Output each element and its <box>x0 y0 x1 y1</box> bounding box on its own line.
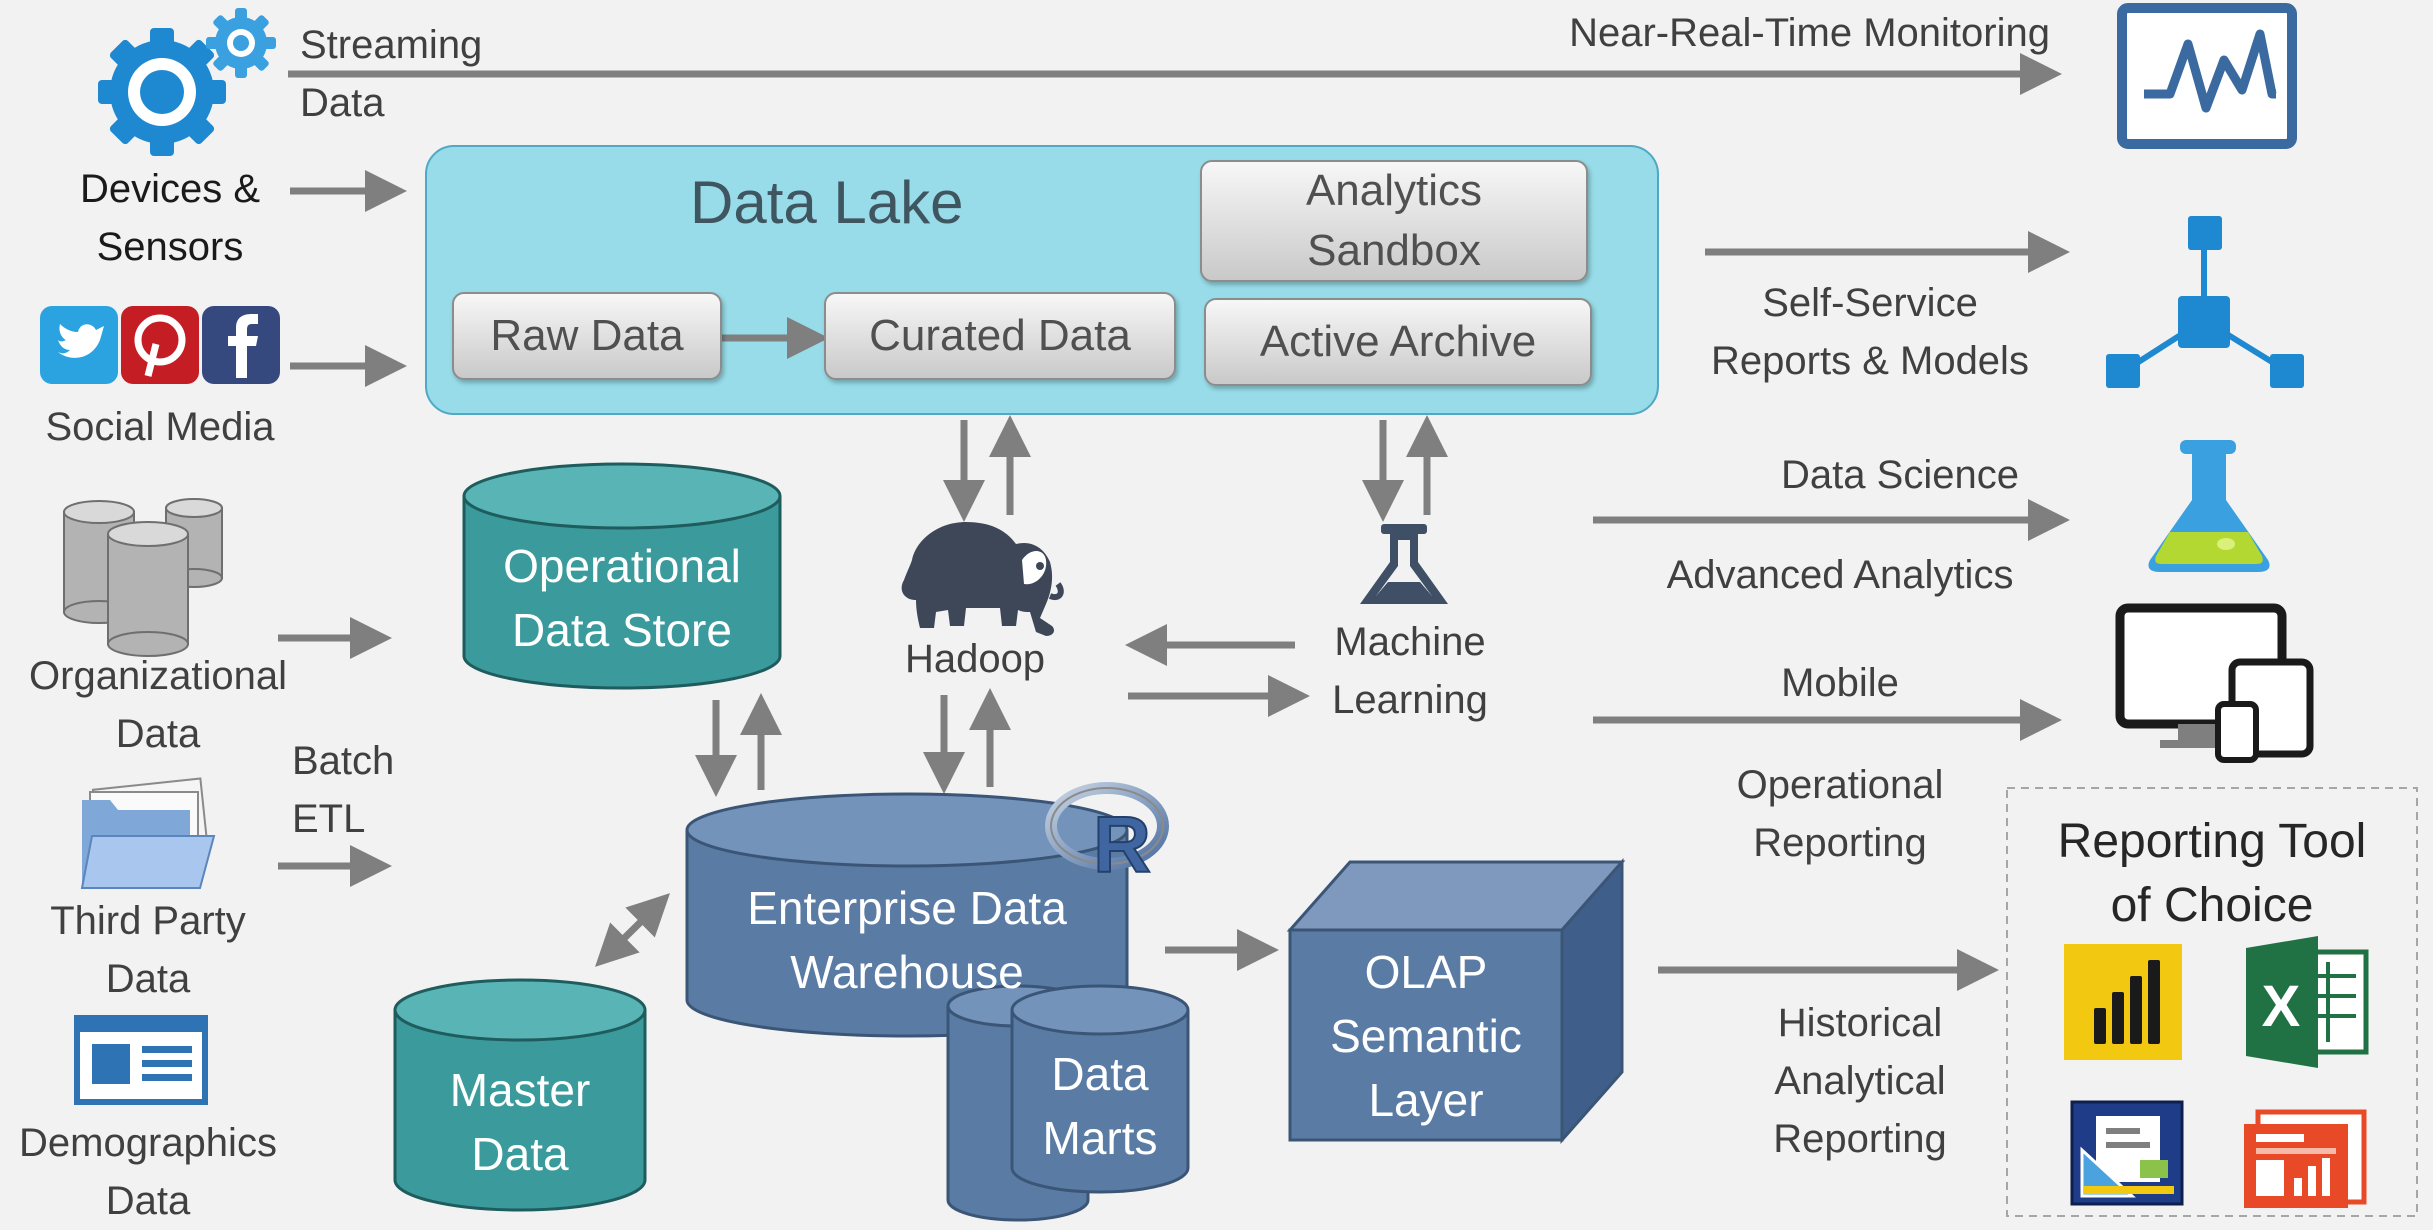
sandbox-line1: Analytics <box>1305 166 1483 215</box>
active-archive-box: Active Archive <box>1204 298 1592 386</box>
label-streaming-data: Streaming Data <box>300 16 482 132</box>
label-streaming-line1: Streaming <box>300 23 483 67</box>
label-historical-reporting: Historical Analytical Reporting <box>1700 994 2020 1168</box>
label-devices-line2: Sensors <box>96 225 244 269</box>
twitter-icon <box>40 306 118 384</box>
label-demographics-data: Demographics Data <box>0 1114 296 1230</box>
olap-label: OLAP Semantic Layer <box>1290 940 1562 1132</box>
tool-title-line2: of Choice <box>2110 879 2314 932</box>
reporting-tool-title: Reporting Tool of Choice <box>2007 810 2417 938</box>
label-streaming-line2: Data <box>300 81 385 125</box>
power-bi-icon <box>2064 944 2182 1060</box>
ods-label: Operational Data Store <box>464 534 780 662</box>
excel-icon: X <box>2246 936 2369 1068</box>
self-service-line2: Reports & Models <box>1711 339 2029 383</box>
curated-data-box: Curated Data <box>824 292 1176 380</box>
flow-arrows <box>278 53 2070 991</box>
flask-icon <box>1360 524 1448 604</box>
label-self-service: Self-Service Reports & Models <box>1670 274 2070 390</box>
master-line1: Master <box>449 1064 591 1116</box>
reporting-tool-box <box>2006 787 2418 1217</box>
olap-cube <box>1286 858 1626 1144</box>
label-data-science: Data Science <box>1781 453 2019 497</box>
label-batch-line2: ETL <box>292 797 366 841</box>
label-advanced-analytics: Advanced Analytics <box>1666 553 2014 597</box>
network-icon <box>2106 216 2304 388</box>
enterprise-data-warehouse-cylinder <box>685 792 1129 1038</box>
olap-line3: Layer <box>1368 1074 1484 1126</box>
data-marts-cylinders <box>946 984 1190 1222</box>
hadoop-label: Hadoop <box>904 637 1046 681</box>
operational-line2: Reporting <box>1753 821 1927 865</box>
marts-line2: Marts <box>1042 1112 1158 1164</box>
powerpoint-report-icon <box>2244 1109 2367 1208</box>
master-data-cylinder <box>393 978 647 1212</box>
ml-line1: Machine <box>1334 620 1486 664</box>
edw-line2: Warehouse <box>790 946 1024 998</box>
demographics-icon <box>74 1015 208 1105</box>
label-org-line1: Organizational <box>29 654 287 698</box>
label-third-party-data: Third Party Data <box>10 892 286 1008</box>
raw-data-box: Raw Data <box>452 292 722 380</box>
machine-learning-label: Machine Learning <box>1300 613 1520 729</box>
label-devices-sensors: Devices & Sensors <box>60 160 280 276</box>
sandbox-line2: Sandbox <box>1307 226 1481 275</box>
ods-line1: Operational <box>503 540 741 592</box>
gear-icon <box>98 8 276 156</box>
pinterest-icon <box>121 306 199 384</box>
label-mobile: Mobile <box>1781 661 1899 705</box>
devices-icon <box>2115 603 2314 763</box>
historical-line1: Historical <box>1777 1001 1943 1045</box>
label-batch-line1: Batch <box>292 739 395 783</box>
edw-label: Enterprise Data Warehouse <box>687 876 1127 1004</box>
master-line2: Data <box>471 1128 569 1180</box>
master-data-label: Master Data <box>395 1058 645 1186</box>
report-builder-icon <box>2070 1100 2184 1206</box>
label-operational-reporting: Operational Reporting <box>1680 756 2000 872</box>
excel-letter: X <box>2262 974 2301 1039</box>
edw-line1: Enterprise Data <box>747 882 1067 934</box>
olap-line2: Semantic <box>1330 1010 1522 1062</box>
label-org-line2: Data <box>115 712 201 756</box>
ml-line2: Learning <box>1332 678 1488 722</box>
label-third-party-line1: Third Party <box>50 899 246 943</box>
analytics-sandbox-box: Analytics Sandbox <box>1200 160 1588 282</box>
r-logo-icon: R <box>1045 782 1169 890</box>
operational-line1: Operational <box>1736 763 1944 807</box>
operational-data-store-cylinder <box>462 462 782 690</box>
label-near-real-time-monitoring: Near-Real-Time Monitoring <box>1569 11 2050 55</box>
folder-icon <box>80 777 216 889</box>
ods-line2: Data Store <box>512 604 732 656</box>
tool-title-line1: Reporting Tool <box>2057 815 2367 868</box>
database-stack-icon <box>63 498 223 657</box>
facebook-icon <box>202 306 280 384</box>
label-demographics-line1: Demographics <box>19 1121 277 1165</box>
label-devices-line1: Devices & <box>79 167 261 211</box>
historical-line3: Reporting <box>1773 1117 1947 1161</box>
label-third-party-line2: Data <box>105 957 191 1001</box>
label-social-media: Social Media <box>45 405 275 449</box>
olap-line1: OLAP <box>1364 946 1488 998</box>
r-logo-letter: R <box>1093 800 1151 889</box>
marts-line1: Data <box>1051 1048 1149 1100</box>
hadoop-elephant-icon <box>901 522 1064 636</box>
label-batch-etl: Batch ETL <box>292 732 394 848</box>
arrow-master-edw-bidirectional <box>595 893 670 967</box>
label-organizational-data: Organizational Data <box>8 647 308 763</box>
historical-line2: Analytical <box>1774 1059 1946 1103</box>
monitoring-icon <box>2117 3 2297 149</box>
label-demographics-line2: Data <box>105 1179 191 1223</box>
science-flask-icon <box>2148 440 2270 572</box>
self-service-line1: Self-Service <box>1762 281 1978 325</box>
data-lake-title: Data Lake <box>690 169 964 236</box>
data-marts-label: Data Marts <box>1012 1042 1188 1170</box>
